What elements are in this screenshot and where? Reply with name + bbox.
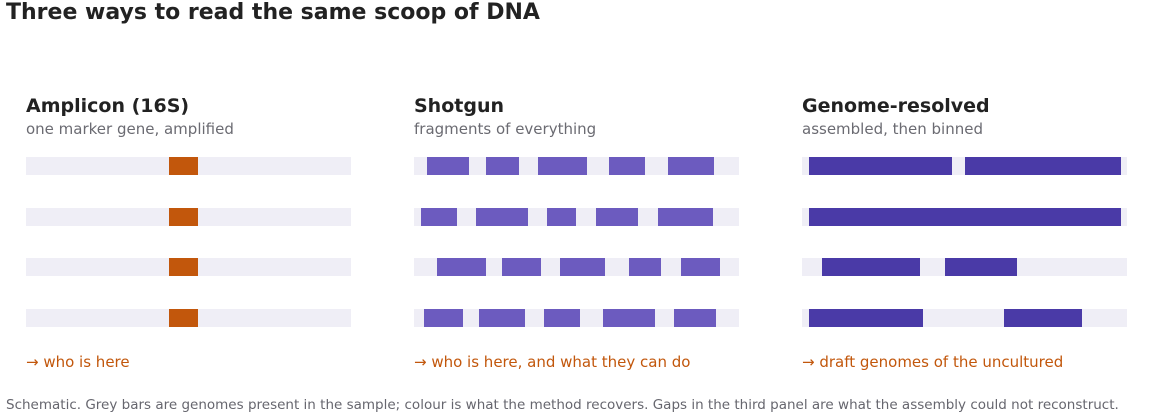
recovered-segment	[547, 208, 576, 226]
recovered-segment	[427, 157, 469, 175]
recovered-segment	[809, 309, 923, 327]
panel-amplicon: Amplicon (16S) one marker gene, amplifie…	[26, 94, 351, 371]
figure-title: Three ways to read the same scoop of DNA	[6, 0, 540, 25]
genome-track	[26, 157, 351, 175]
genome-track	[802, 309, 1127, 327]
recovered-segment	[424, 309, 463, 327]
genome-tracks	[26, 157, 351, 327]
recovered-segment	[945, 258, 1017, 276]
recovered-segment	[609, 157, 645, 175]
recovered-segment	[603, 309, 655, 327]
recovered-segment	[674, 309, 716, 327]
panel-shotgun: Shotgun fragments of everything → who is…	[414, 94, 739, 371]
recovered-segment	[421, 208, 457, 226]
genome-track	[414, 157, 739, 175]
recovered-segment	[809, 208, 1121, 226]
recovered-segment	[169, 309, 198, 327]
recovered-segment	[596, 208, 638, 226]
recovered-segment	[502, 258, 541, 276]
genome-tracks	[802, 157, 1127, 327]
recovered-segment	[965, 157, 1121, 175]
recovered-segment	[668, 157, 714, 175]
panel-subtitle: fragments of everything	[414, 120, 597, 138]
recovered-segment	[560, 258, 605, 276]
genome-track	[26, 258, 351, 276]
panel-result: → draft genomes of the uncultured	[802, 353, 1064, 371]
recovered-segment	[437, 258, 486, 276]
genome-track	[26, 309, 351, 327]
panel-title: Genome-resolved	[802, 95, 990, 117]
recovered-segment	[169, 258, 198, 276]
recovered-segment	[169, 157, 198, 175]
recovered-segment	[658, 208, 713, 226]
panel-title: Shotgun	[414, 95, 504, 117]
recovered-segment	[476, 208, 528, 226]
panel-subtitle: assembled, then binned	[802, 120, 983, 138]
recovered-segment	[681, 258, 720, 276]
panel-result: → who is here, and what they can do	[414, 353, 691, 371]
genome-track	[802, 258, 1127, 276]
recovered-segment	[1004, 309, 1082, 327]
recovered-segment	[629, 258, 661, 276]
recovered-segment	[486, 157, 519, 175]
recovered-segment	[544, 309, 580, 327]
recovered-segment	[479, 309, 525, 327]
footnote: Schematic. Grey bars are genomes present…	[6, 397, 1119, 413]
genome-track	[26, 208, 351, 226]
genome-track	[414, 208, 739, 226]
genome-track	[802, 157, 1127, 175]
recovered-segment	[169, 208, 198, 226]
recovered-segment	[822, 258, 920, 276]
panel-title: Amplicon (16S)	[26, 95, 190, 117]
panel-result: → who is here	[26, 353, 130, 371]
recovered-segment	[538, 157, 587, 175]
genome-tracks	[414, 157, 739, 327]
panel-subtitle: one marker gene, amplified	[26, 120, 234, 138]
genome-track	[414, 258, 739, 276]
genome-track	[414, 309, 739, 327]
recovered-segment	[809, 157, 952, 175]
panel-genome-resolved: Genome-resolved assembled, then binned →…	[802, 94, 1127, 371]
genome-track	[802, 208, 1127, 226]
